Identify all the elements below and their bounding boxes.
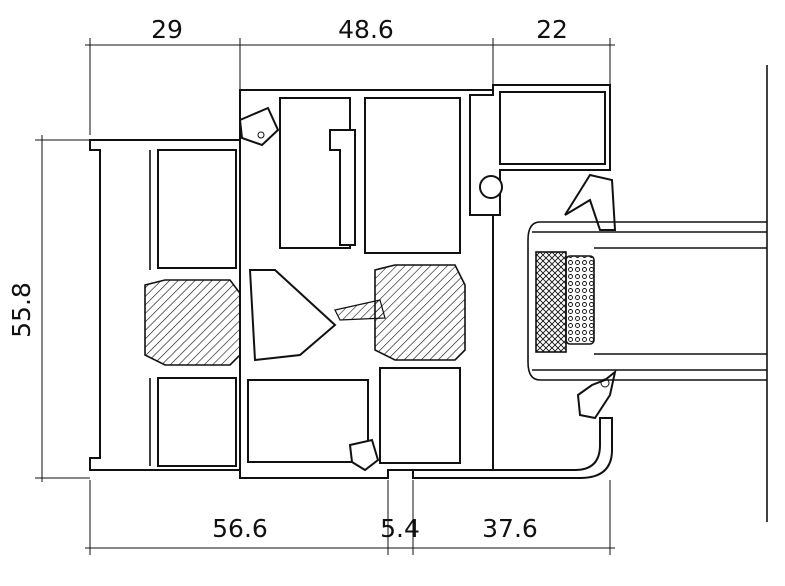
bottom-dimension: 56.6 5.4 37.6 <box>85 480 615 555</box>
dim-bottom-56-6: 56.6 <box>212 514 268 543</box>
dim-left-55-8: 55.8 <box>7 282 36 338</box>
sash-profile <box>238 89 494 479</box>
dim-top-22: 22 <box>536 15 568 44</box>
frame-profile <box>89 139 246 471</box>
glass-unit <box>527 221 767 381</box>
top-dimension: 29 48.6 22 <box>85 15 615 135</box>
dim-top-29: 29 <box>151 15 183 44</box>
dim-top-48-6: 48.6 <box>338 15 394 44</box>
left-dimension: 55.8 <box>7 135 90 482</box>
dim-bottom-37-6: 37.6 <box>482 514 538 543</box>
glazing-profile <box>412 84 617 479</box>
dim-bottom-5-4: 5.4 <box>380 514 420 543</box>
